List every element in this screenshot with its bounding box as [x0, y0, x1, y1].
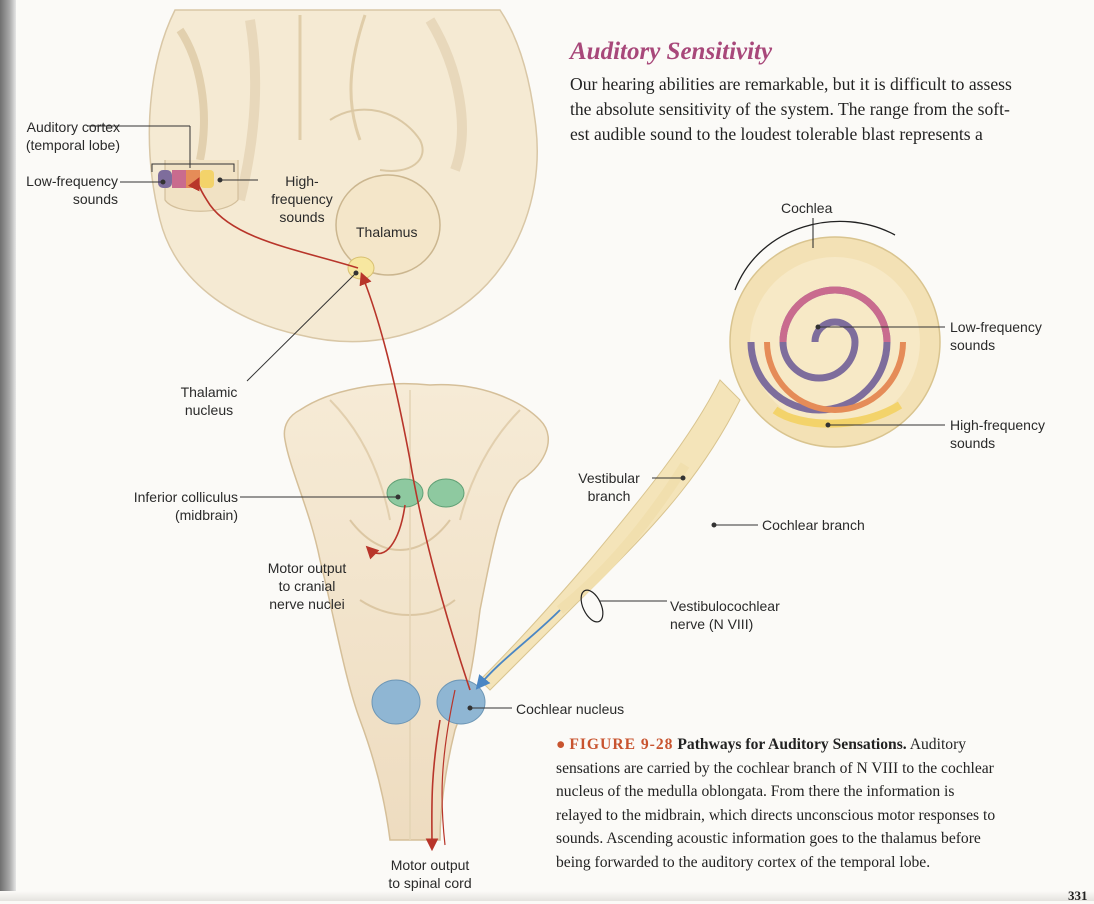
caption-line: sounds. Ascending acoustic information g… — [556, 827, 1084, 851]
label-cochlea-low-frequency: Low-frequency sounds — [950, 318, 1042, 354]
caption-line: relayed to the midbrain, which directs u… — [556, 804, 1084, 828]
label-motor-output-cranial: Motor output to cranial nerve nuclei — [258, 559, 356, 613]
body-line: Our hearing abilities are remarkable, bu… — [570, 72, 1080, 97]
caption-line: sensations are carried by the cochlear b… — [556, 757, 1084, 781]
section-heading: Auditory Sensitivity — [570, 38, 772, 66]
caption-line: Auditory — [910, 736, 966, 753]
label-thalamus: Thalamus — [356, 223, 417, 241]
label-cochlear-nucleus: Cochlear nucleus — [516, 700, 624, 718]
caption-bullet: ● — [556, 736, 565, 753]
label-auditory-cortex: Auditory cortex (temporal lobe) — [8, 118, 120, 154]
figure-title: Pathways for Auditory Sensations. — [677, 736, 906, 753]
label-cochlea: Cochlea — [781, 199, 832, 217]
label-cochlea-high-frequency: High-frequency sounds — [950, 416, 1045, 452]
section-body-text: Our hearing abilities are remarkable, bu… — [570, 72, 1080, 147]
label-motor-output-spinal: Motor output to spinal cord — [372, 856, 488, 892]
label-cortex-low-frequency: Low-frequency sounds — [8, 172, 118, 208]
caption-line: nucleus of the medulla oblongata. From t… — [556, 780, 1084, 804]
label-thalamic-nucleus: Thalamic nucleus — [170, 383, 248, 419]
body-line: the absolute sensitivity of the system. … — [570, 97, 1080, 122]
caption-line: being forwarded to the auditory cortex o… — [556, 851, 1084, 875]
label-inferior-colliculus: Inferior colliculus (midbrain) — [100, 488, 238, 524]
brain-section — [149, 10, 537, 342]
figure-number: FIGURE 9-28 — [569, 736, 673, 753]
body-line: est audible sound to the loudest tolerab… — [570, 122, 1080, 147]
label-cochlear-branch: Cochlear branch — [762, 516, 865, 534]
label-cortex-high-frequency: High- frequency sounds — [262, 172, 342, 226]
page-number: 331 — [1068, 888, 1094, 904]
figure-caption: ● FIGURE 9-28 Pathways for Auditory Sens… — [556, 733, 1084, 874]
label-vestibulocochlear-nerve: Vestibulocochlear nerve (N VIII) — [670, 597, 780, 633]
label-vestibular-branch: Vestibular branch — [568, 469, 650, 505]
